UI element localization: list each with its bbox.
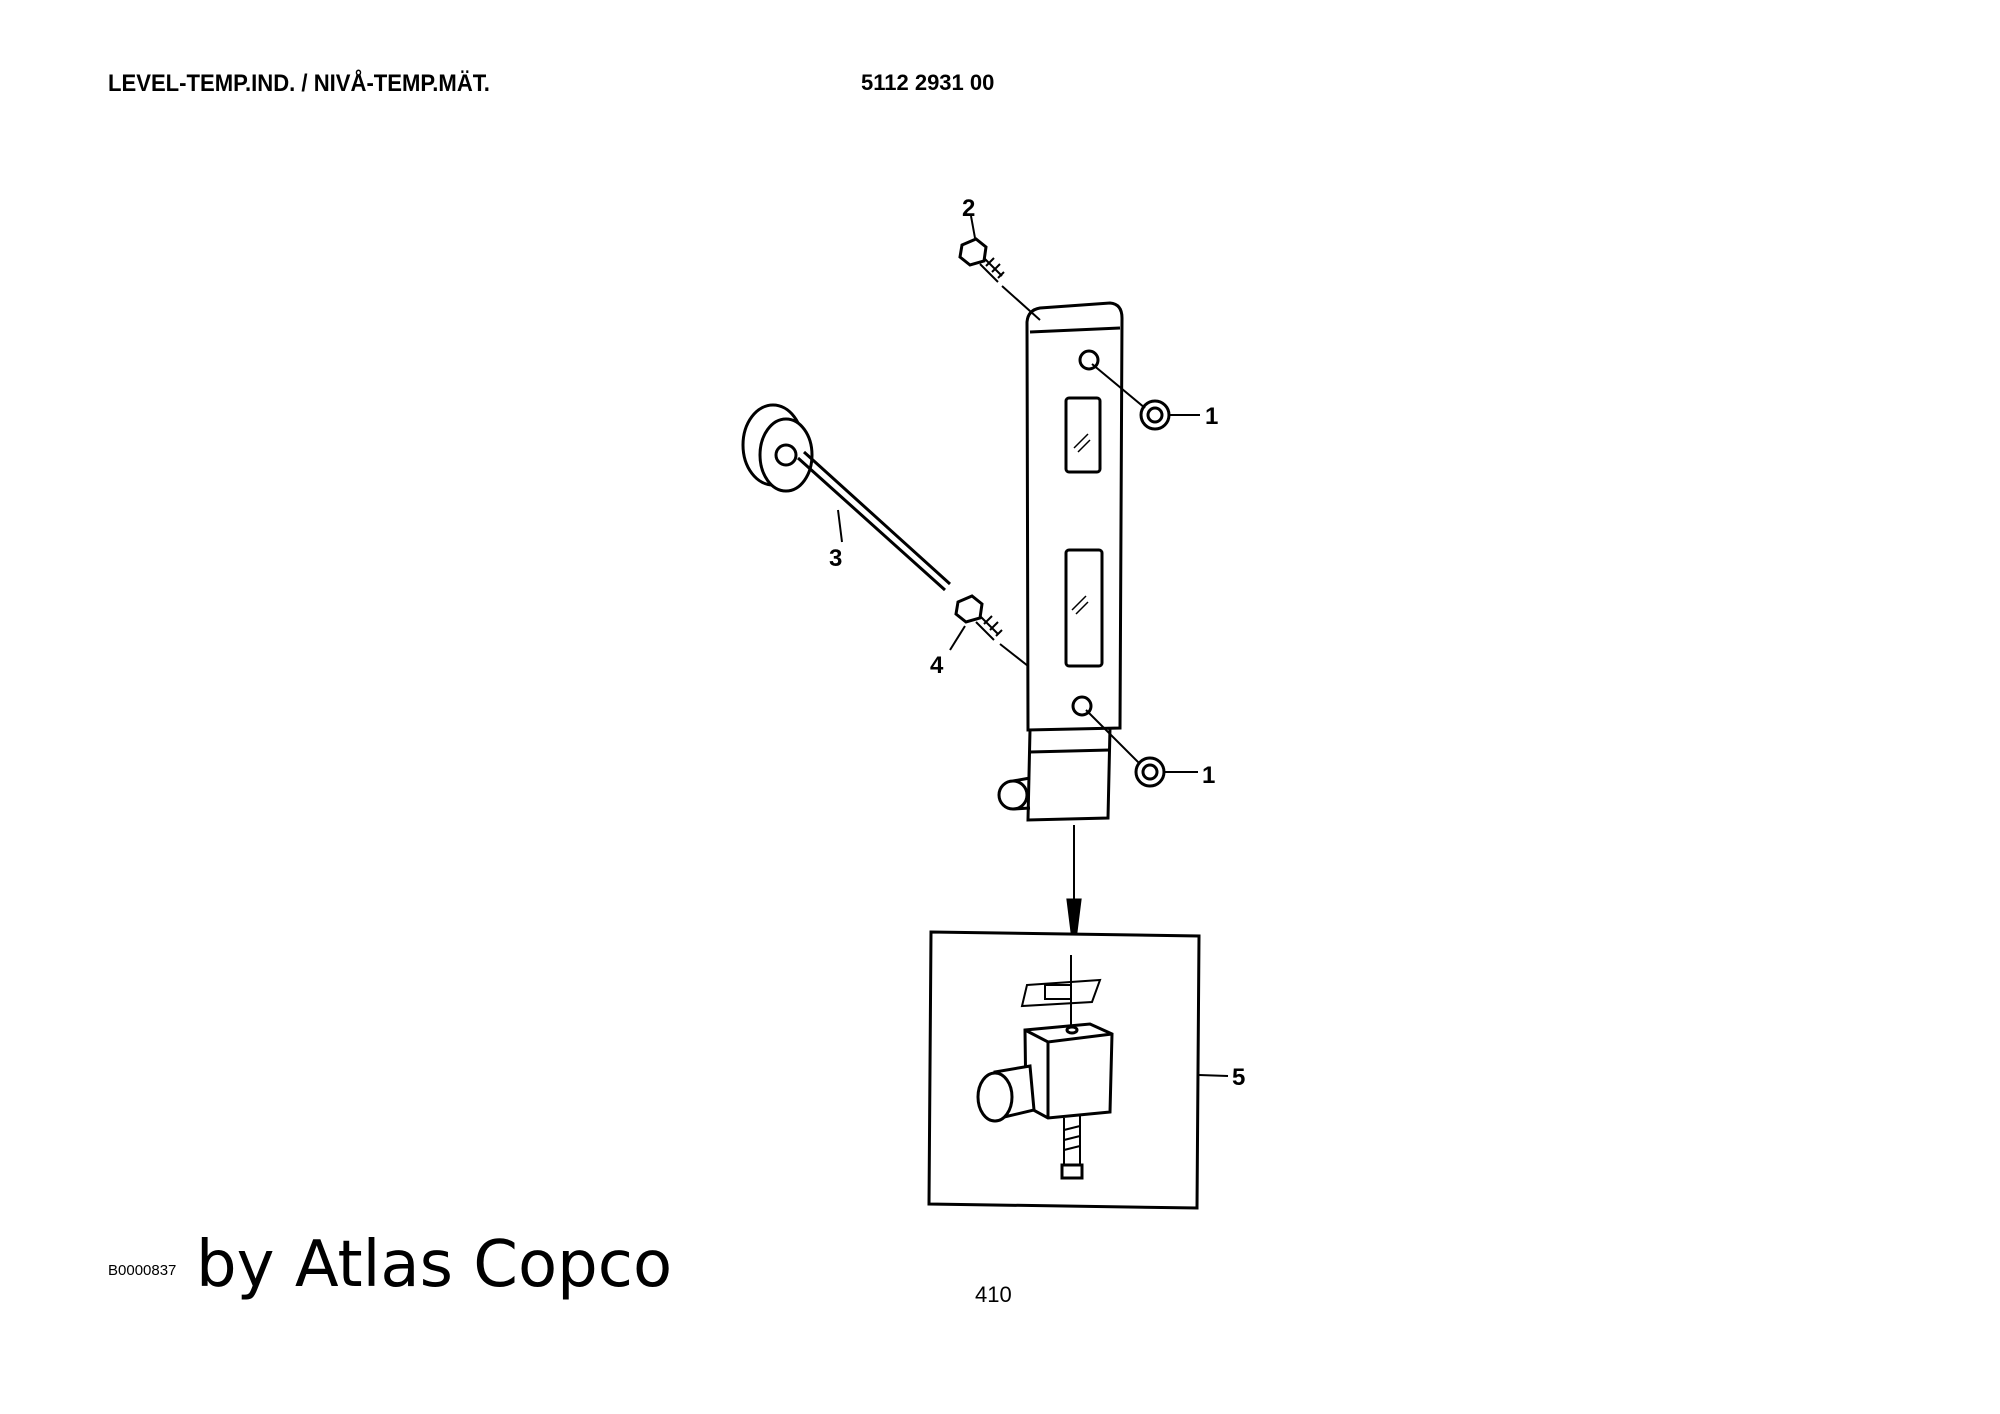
washer-1-bottom — [1085, 709, 1198, 788]
screw-2 — [958, 215, 1041, 321]
page-title: LEVEL-TEMP.IND. / NIVÅ-TEMP.MÄT. — [108, 70, 490, 97]
brand-watermark: by Atlas Copco — [196, 1228, 673, 1302]
washer-1-top — [1091, 363, 1200, 431]
callout-3: 3 — [829, 545, 842, 572]
fitting-4 — [949, 594, 1029, 667]
callout-4: 4 — [930, 652, 944, 679]
level-indicator-body — [997, 301, 1124, 822]
part-number: 5112 2931 00 — [861, 70, 995, 95]
page-number: 410 — [975, 1282, 1012, 1307]
callout-5: 5 — [1232, 1064, 1245, 1091]
drawing-reference: B0000837 — [108, 1262, 177, 1279]
detail-inset-5 — [927, 930, 1229, 1210]
callout-1-top: 1 — [1205, 403, 1218, 430]
callout-1-bottom: 1 — [1202, 762, 1215, 789]
callout-2: 2 — [962, 195, 975, 222]
thermometer-3 — [741, 403, 952, 592]
